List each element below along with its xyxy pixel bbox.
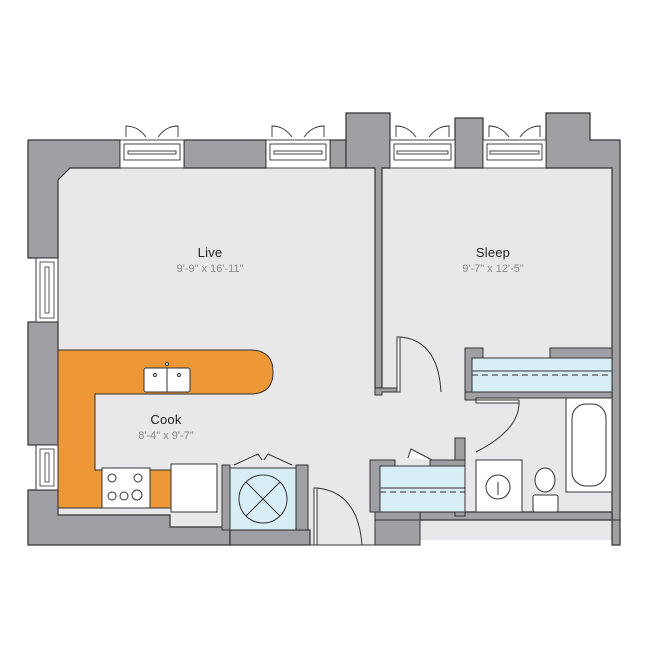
room-dimensions-sleep: 9'-7" x 12'-5" <box>462 263 524 275</box>
window-left-lower <box>35 444 59 491</box>
floor-area <box>58 168 612 545</box>
window-top-3 <box>389 125 456 169</box>
room-label-live: Live 9'-9" x 16'-11" <box>177 245 244 275</box>
kitchen-sink <box>143 362 191 393</box>
window-top-1 <box>119 125 185 169</box>
room-name-cook: Cook <box>150 412 182 427</box>
window-top-2 <box>265 125 331 169</box>
stove <box>101 467 151 509</box>
room-label-sleep: Sleep 9'-7" x 12'-5" <box>462 245 524 275</box>
laundry-closet <box>229 453 297 531</box>
sleep-closet <box>471 357 613 393</box>
room-dimensions-cook: 8'-4" x 9'-7" <box>138 430 194 442</box>
room-name-live: Live <box>197 245 223 260</box>
bath-door <box>475 399 520 453</box>
room-dimensions-live: 9'-9" x 16'-11" <box>176 263 244 275</box>
sleep-door <box>396 336 442 393</box>
kitchen-counter <box>57 349 274 509</box>
exterior-outline <box>28 519 620 546</box>
room-name-sleep: Sleep <box>475 245 511 260</box>
refrigerator <box>170 463 218 513</box>
bathroom-fixtures <box>475 397 613 513</box>
room-label-cook: Cook 8'-4" x 9'-7" <box>138 412 193 442</box>
window-top-4 <box>482 125 547 169</box>
window-left-upper <box>35 257 59 323</box>
hall-closet <box>379 448 466 513</box>
